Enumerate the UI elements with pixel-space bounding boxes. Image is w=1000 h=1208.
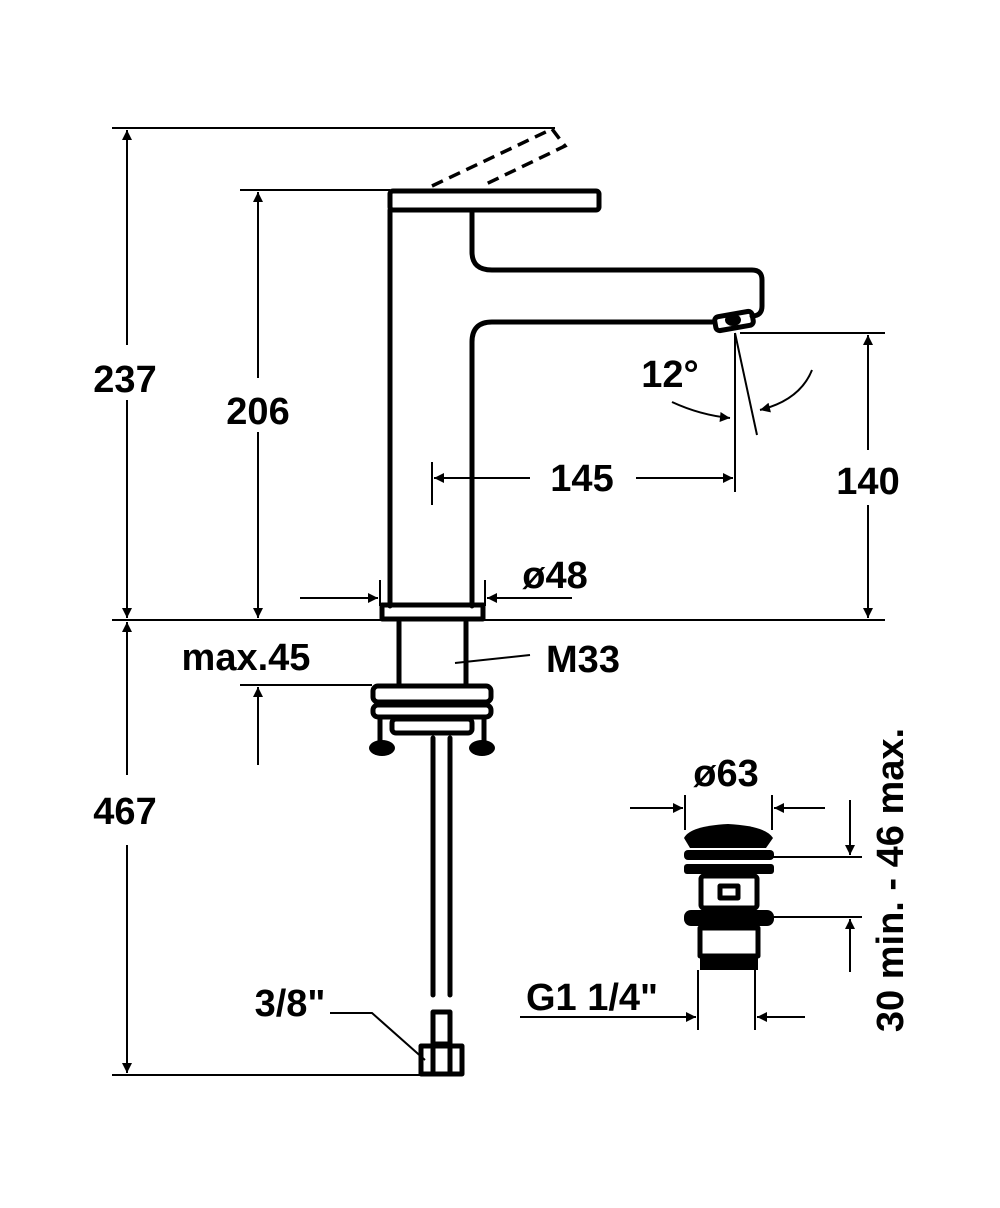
label-12-degrees: 12° (641, 354, 698, 396)
dimension-lines (122, 130, 873, 1073)
label-g1-1-4: G1 1/4" (526, 977, 658, 1019)
label-3-8-inch: 3/8" (255, 983, 326, 1025)
popup-waste (520, 795, 862, 1030)
dim-206: 206 (226, 391, 289, 433)
dim-diameter-48: ø48 (522, 555, 587, 597)
dim-467: 467 (93, 791, 156, 833)
label-m33: M33 (546, 639, 620, 681)
dim-140: 140 (836, 461, 899, 503)
mounting-assembly (369, 602, 495, 1077)
reference-lines (112, 127, 885, 1076)
dim-237: 237 (93, 359, 156, 401)
dim-145: 145 (550, 458, 613, 500)
dim-diameter-63: ø63 (693, 753, 758, 795)
dim-30-46: 30 min. - 46 max. (870, 728, 912, 1032)
dim-max-45: max.45 (182, 637, 311, 679)
faucet-body (387, 126, 765, 609)
